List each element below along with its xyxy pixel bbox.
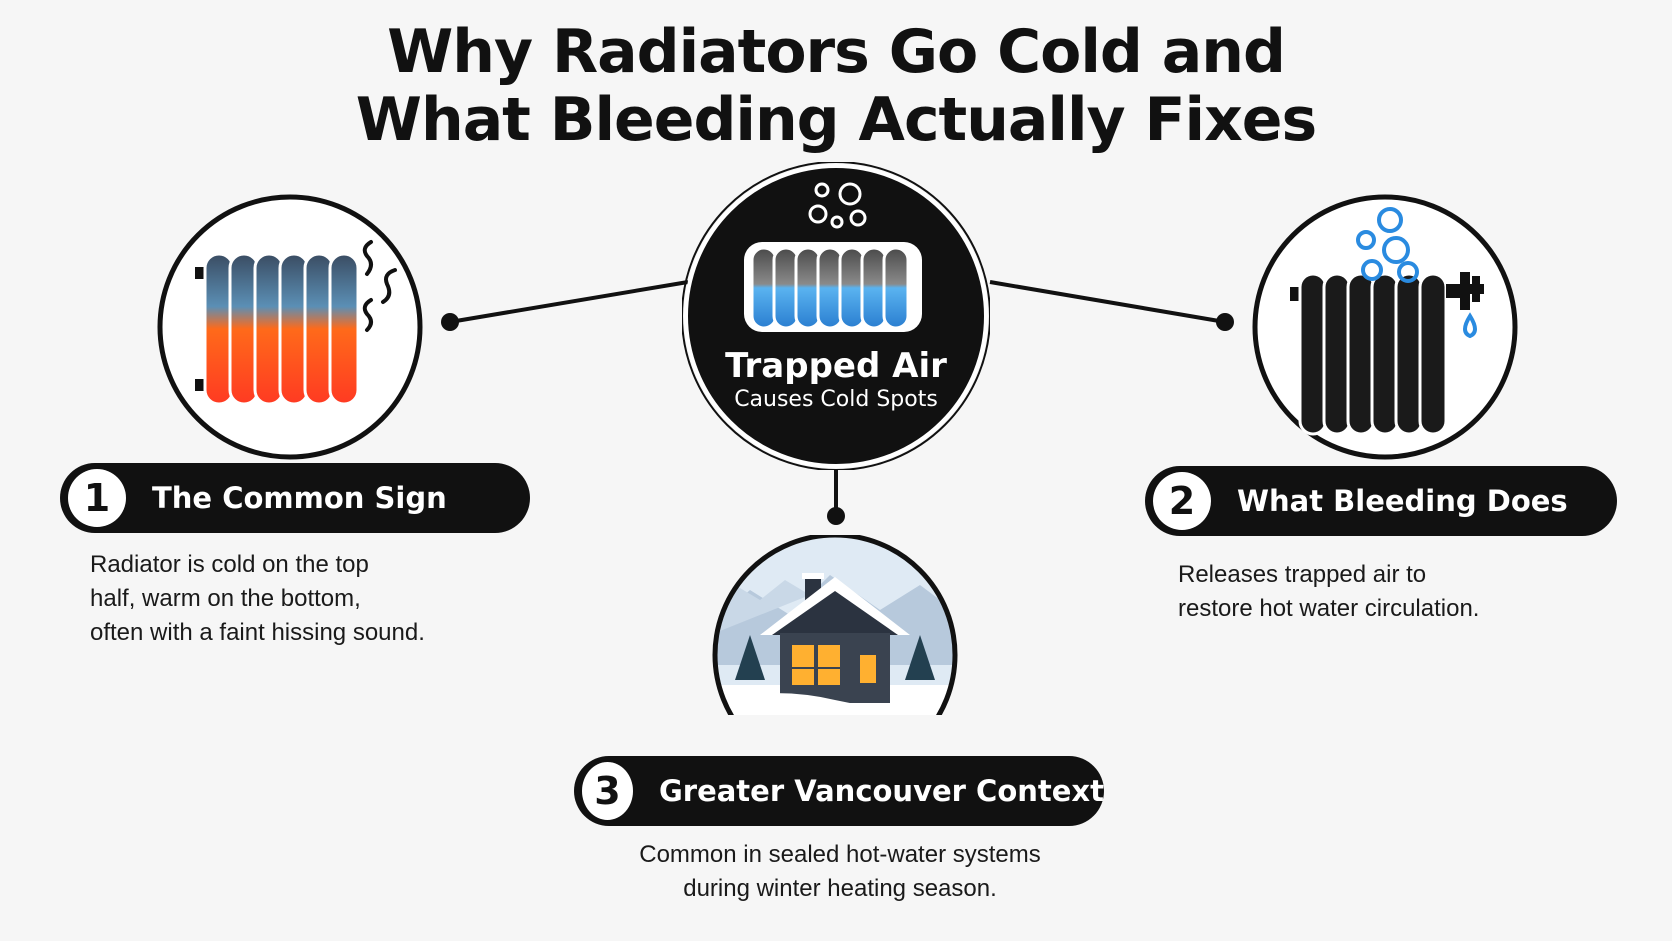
title-line-2: What Bleeding Actually Fixes (355, 85, 1317, 155)
connector-dot-left (441, 313, 459, 331)
center-label: Trapped Air Causes Cold Spots (682, 346, 990, 414)
step-3-description: Common in sealed hot-water systems durin… (560, 838, 1120, 906)
radiator-air-bubbles-icon (682, 162, 990, 470)
step-1-header: 1 The Common Sign (60, 463, 530, 533)
radiator-bleed-valve-icon (1252, 194, 1518, 460)
step-1-text-line-1: Radiator is cold on the top (90, 551, 369, 578)
step-3-text-line-1: Common in sealed hot-water systems (639, 841, 1041, 868)
center-title: Trapped Air (725, 346, 947, 386)
snowy-house-icon (712, 535, 958, 715)
step-2-header: 2 What Bleeding Does (1145, 466, 1617, 536)
step-1-text-line-2: half, warm on the bottom, (90, 585, 361, 612)
step-1-number-badge: 1 (68, 469, 126, 527)
step-3-text-line-2: during winter heating season. (683, 875, 997, 902)
center-subtitle: Causes Cold Spots (734, 387, 938, 412)
connector-left (449, 280, 689, 324)
step-1-label: The Common Sign (152, 481, 447, 515)
step-2-label: What Bleeding Does (1237, 484, 1568, 518)
connector-dot-right (1216, 313, 1234, 331)
step-2-text-line-1: Releases trapped air to (1178, 561, 1427, 588)
title-line-1: Why Radiators Go Cold and (387, 17, 1286, 87)
page-title: Why Radiators Go Cold and What Bleeding … (0, 18, 1672, 154)
step-3-number-badge: 3 (582, 762, 633, 820)
step-3-label: Greater Vancouver Context (658, 774, 1104, 808)
step-3-header: 3 Greater Vancouver Context (574, 756, 1104, 826)
connector-dot-bottom (827, 507, 845, 525)
connector-right (989, 280, 1226, 324)
step-2-description: Releases trapped air to restore hot wate… (1178, 558, 1638, 626)
step-2-text-line-2: restore hot water circulation. (1178, 595, 1480, 622)
step-2-number-badge: 2 (1153, 472, 1211, 530)
step-1-description: Radiator is cold on the top half, warm o… (90, 548, 570, 650)
step-1-text-line-3: often with a faint hissing sound. (90, 619, 425, 646)
radiator-cold-top-icon (157, 194, 423, 460)
